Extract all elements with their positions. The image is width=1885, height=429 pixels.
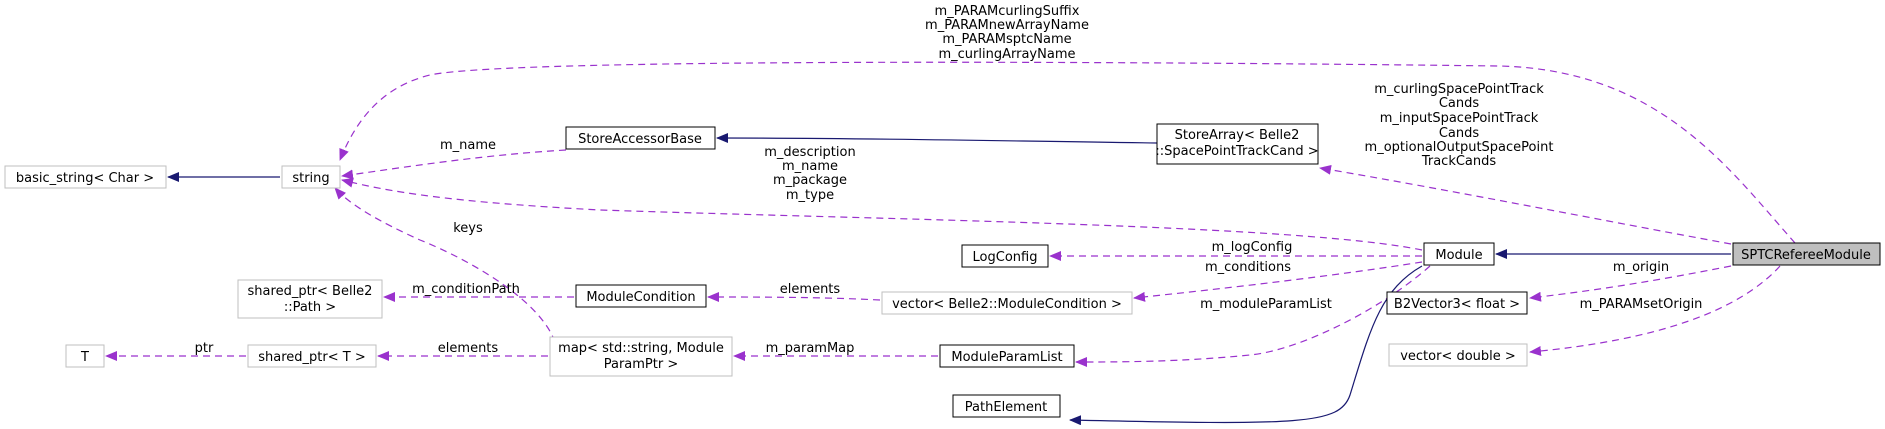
label-m-name: m_name	[440, 138, 496, 153]
node-module-param-list-label: ModuleParamList	[951, 350, 1062, 365]
edge-module-to-moduleparamlist	[1075, 265, 1431, 367]
node-shared-ptr-t[interactable]: shared_ptr< T >	[247, 344, 377, 368]
edge-storearray-to-storeaccessorbase	[716, 133, 1158, 144]
label-top-3: m_PARAMsptcName	[942, 32, 1071, 47]
edges	[105, 61, 1796, 426]
label-m-conditionpath: m_conditionPath	[412, 282, 520, 297]
label-sptc-1: m_curlingSpacePointTrack	[1374, 82, 1544, 97]
node-shared-ptr-path[interactable]: shared_ptr< Belle2 ::Path >	[237, 279, 383, 319]
edge-storeaccessorbase-to-string	[341, 149, 567, 180]
node-log-config[interactable]: LogConfig	[961, 244, 1049, 268]
edge-sptc-to-storearray	[1319, 164, 1732, 245]
node-store-array[interactable]: StoreArray< Belle2 ::SpacePointTrackCand…	[1155, 123, 1319, 165]
node-shared-ptr-path-label-1: shared_ptr< Belle2	[248, 284, 373, 299]
label-sptc-4: Cands	[1439, 126, 1480, 141]
label-desc-2: m_name	[782, 159, 838, 174]
node-sptc-referee-module[interactable]: SPTCRefereeModule	[1732, 242, 1881, 266]
node-sptc-referee-module-label: SPTCRefereeModule	[1741, 248, 1871, 263]
node-basic-string-label: basic_string< Char >	[16, 171, 154, 186]
label-sptc-2: Cands	[1439, 96, 1480, 111]
label-m-conditions: m_conditions	[1205, 260, 1291, 275]
label-elements-shared: elements	[438, 341, 499, 356]
label-desc-3: m_package	[773, 173, 847, 188]
node-vector-double[interactable]: vector< double >	[1388, 343, 1528, 367]
label-m-parammap: m_paramMap	[766, 341, 855, 356]
node-shared-ptr-path-label-2: ::Path >	[284, 300, 336, 315]
label-top-4: m_curlingArrayName	[939, 47, 1076, 62]
node-module-label: Module	[1435, 248, 1482, 263]
node-path-element-label: PathElement	[965, 400, 1047, 415]
edge-module-to-string	[341, 177, 1423, 251]
label-top-2: m_PARAMnewArrayName	[925, 18, 1089, 33]
node-t[interactable]: T	[65, 344, 105, 368]
label-m-moduleparamlist: m_moduleParamList	[1200, 297, 1332, 312]
node-b2vector3[interactable]: B2Vector3< float >	[1386, 291, 1528, 315]
label-m-paramsetorigin: m_PARAMsetOrigin	[1580, 297, 1703, 312]
node-store-accessor-base[interactable]: StoreAccessorBase	[565, 126, 716, 150]
node-string-label: string	[292, 171, 329, 186]
edge-map-to-string-keys	[334, 187, 556, 343]
node-store-array-label-2: ::SpacePointTrackCand >	[1155, 144, 1318, 159]
node-path-element[interactable]: PathElement	[952, 394, 1061, 418]
node-b2vector3-label: B2Vector3< float >	[1394, 297, 1520, 312]
node-map-label-2: ParamPtr >	[604, 357, 679, 372]
node-store-accessor-base-label: StoreAccessorBase	[578, 132, 702, 147]
node-basic-string[interactable]: basic_string< Char >	[4, 165, 167, 189]
label-sptc-3: m_inputSpacePointTrack	[1380, 111, 1539, 126]
node-module-param-list[interactable]: ModuleParamList	[939, 344, 1075, 368]
label-elements-cond: elements	[780, 282, 841, 297]
edge-labels: m_PARAMcurlingSuffix m_PARAMnewArrayName…	[195, 4, 1703, 356]
nodes: basic_string< Char > string StoreAccesso…	[4, 123, 1881, 418]
label-sptc-6: TrackCands	[1421, 154, 1497, 169]
label-m-logconfig: m_logConfig	[1212, 240, 1293, 255]
node-shared-ptr-t-label: shared_ptr< T >	[258, 350, 365, 365]
label-desc-4: m_type	[786, 188, 834, 203]
edge-sptc-to-b2vector3	[1529, 265, 1732, 302]
label-desc-1: m_description	[764, 145, 855, 160]
node-map[interactable]: map< std::string, Module ParamPtr >	[549, 336, 733, 377]
node-string[interactable]: string	[281, 165, 341, 189]
node-log-config-label: LogConfig	[973, 250, 1038, 265]
node-map-label-1: map< std::string, Module	[558, 341, 724, 356]
node-vector-double-label: vector< double >	[1400, 349, 1516, 364]
node-vector-module-condition[interactable]: vector< Belle2::ModuleCondition >	[881, 291, 1133, 315]
edge-sptc-to-vector-double	[1529, 265, 1781, 356]
label-keys: keys	[453, 221, 483, 236]
node-module-condition[interactable]: ModuleCondition	[575, 284, 707, 308]
label-sptc-5: m_optionalOutputSpacePoint	[1365, 140, 1554, 155]
node-t-label: T	[80, 350, 89, 365]
node-module-condition-label: ModuleCondition	[586, 290, 695, 305]
edge-module-to-pathelement	[1069, 265, 1423, 426]
edge-module-to-vector-conditions	[1133, 261, 1423, 302]
node-module[interactable]: Module	[1423, 242, 1495, 266]
edge-sptc-to-string-top	[339, 61, 1796, 244]
node-store-array-label-1: StoreArray< Belle2	[1175, 128, 1300, 143]
label-m-origin: m_origin	[1613, 260, 1669, 275]
label-ptr: ptr	[195, 341, 214, 356]
label-top-1: m_PARAMcurlingSuffix	[935, 4, 1080, 19]
node-vector-module-condition-label: vector< Belle2::ModuleCondition >	[892, 297, 1122, 312]
edge-vector-to-modulecondition	[707, 292, 881, 303]
